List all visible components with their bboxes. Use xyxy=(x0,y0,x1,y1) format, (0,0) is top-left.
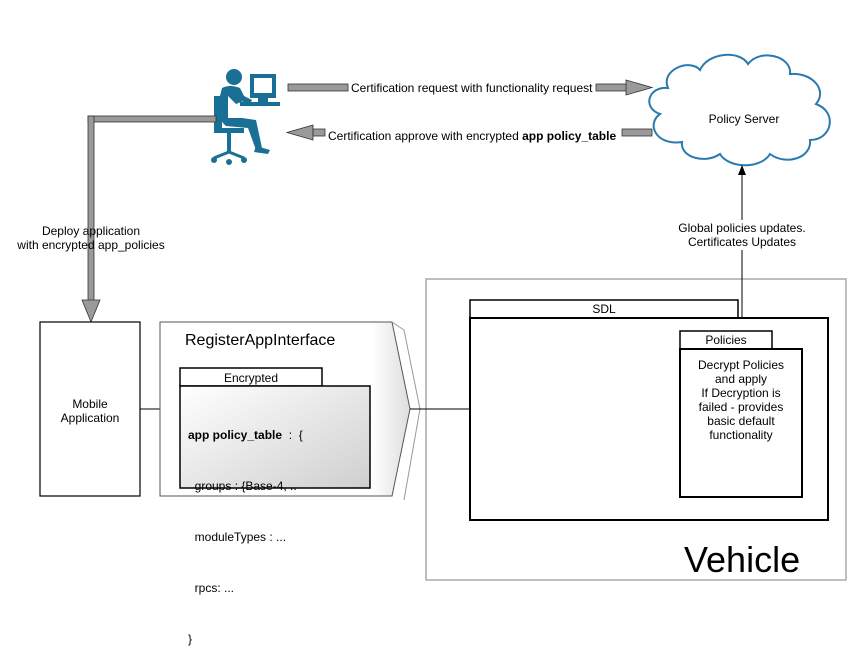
policies-tab-label: Policies xyxy=(705,333,747,347)
request-label: Certification request with functionality… xyxy=(351,81,593,95)
policies-line: functionality xyxy=(709,428,773,442)
approve-label: Certification approve with encrypted app… xyxy=(328,129,616,143)
deploy-label-line1: Deploy application xyxy=(41,224,141,238)
policies-description: Decrypt Policies and apply If Decryption… xyxy=(682,358,800,442)
person-at-computer-icon xyxy=(211,69,280,165)
approve-label-bold: app policy_table xyxy=(522,129,617,143)
sdl-tab-label: SDL xyxy=(592,302,616,316)
vehicle-title: Vehicle xyxy=(684,539,801,580)
request-arrow xyxy=(287,79,654,96)
approve-arrow xyxy=(285,124,653,141)
mobile-application-box[interactable] xyxy=(39,321,141,497)
vehicle-frame xyxy=(425,278,847,581)
cloud-icon[interactable] xyxy=(648,53,831,167)
policies-line: failed - provides xyxy=(698,400,784,414)
policy-table-code: app policy_table : { groups : {Base-4, .… xyxy=(188,393,303,665)
register-app-interface-title: RegisterAppInterface xyxy=(185,332,336,349)
encrypted-box xyxy=(179,385,371,489)
code-key-suffix: : { xyxy=(282,428,303,442)
updates-label-line1: Global policies updates. xyxy=(678,221,806,235)
code-line: } xyxy=(188,632,193,646)
deploy-arrow xyxy=(81,115,217,324)
policies-line: Decrypt Policies xyxy=(697,358,785,372)
encrypted-tab-label: Encrypted xyxy=(223,371,279,385)
policies-line: If Decryption is xyxy=(701,386,781,400)
policies-line: basic default xyxy=(707,414,775,428)
policies-box xyxy=(679,348,803,498)
diagram-canvas xyxy=(39,53,847,581)
mobile-label-line2: Application xyxy=(60,411,120,425)
policies-line: and apply xyxy=(714,372,768,386)
code-line: rpcs: ... xyxy=(188,581,235,595)
updates-label-line2: Certificates Updates xyxy=(687,235,797,249)
deploy-label-line2: with encrypted app_policies xyxy=(17,238,165,252)
code-line: moduleTypes : ... xyxy=(188,530,287,544)
approve-label-prefix: Certification approve with encrypted xyxy=(328,129,519,143)
code-line: groups : {Base-4, .. xyxy=(188,479,297,493)
policy-server-label: Policy Server xyxy=(708,112,780,126)
deploy-label: Deploy application with encrypted app_po… xyxy=(10,224,172,252)
mobile-label-line1: Mobile xyxy=(72,397,108,411)
code-line-key: app policy_table : { xyxy=(188,427,303,444)
code-key: app policy_table xyxy=(188,428,283,442)
updates-label: Global policies updates. Certificates Up… xyxy=(672,221,812,249)
mobile-application-label: Mobile Application xyxy=(40,397,140,425)
